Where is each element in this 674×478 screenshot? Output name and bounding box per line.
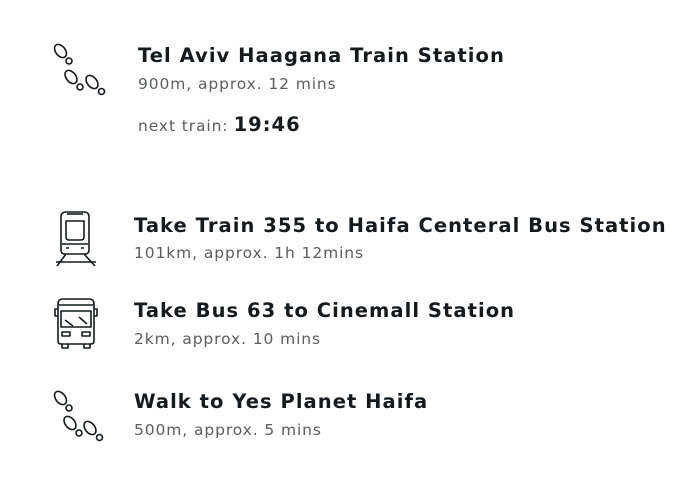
route-step-bus[interactable]: Take Bus 63 to Cinemall Station 2km, app… [0, 285, 674, 365]
route-step-destination[interactable]: Walk to Yes Planet Haifa 500m, approx. 5… [0, 380, 674, 460]
footsteps-icon [52, 389, 108, 445]
route-step-train[interactable]: Take Train 355 to Haifa Centeral Bus Sta… [0, 200, 674, 280]
next-train: next train: 19:46 [138, 112, 301, 139]
train-icon [55, 210, 99, 268]
step-title: Take Bus 63 to Cinemall Station [134, 299, 516, 322]
bus-icon [54, 297, 100, 351]
step-title: Walk to Yes Planet Haifa [134, 390, 429, 413]
step-detail: 900m, approx. 12 mins [138, 75, 337, 93]
step-detail: 101km, approx. 1h 12mins [134, 244, 364, 262]
next-train-time: 19:46 [233, 113, 301, 136]
step-detail: 2km, approx. 10 mins [134, 330, 321, 348]
next-train-label: next train: [138, 117, 229, 135]
step-title: Take Train 355 to Haifa Centeral Bus Sta… [134, 214, 667, 237]
step-detail: 500m, approx. 5 mins [134, 421, 322, 439]
step-title: Tel Aviv Haagana Train Station [138, 44, 505, 67]
footsteps-icon [52, 42, 108, 98]
route-step-origin[interactable]: Tel Aviv Haagana Train Station 900m, app… [0, 0, 674, 150]
